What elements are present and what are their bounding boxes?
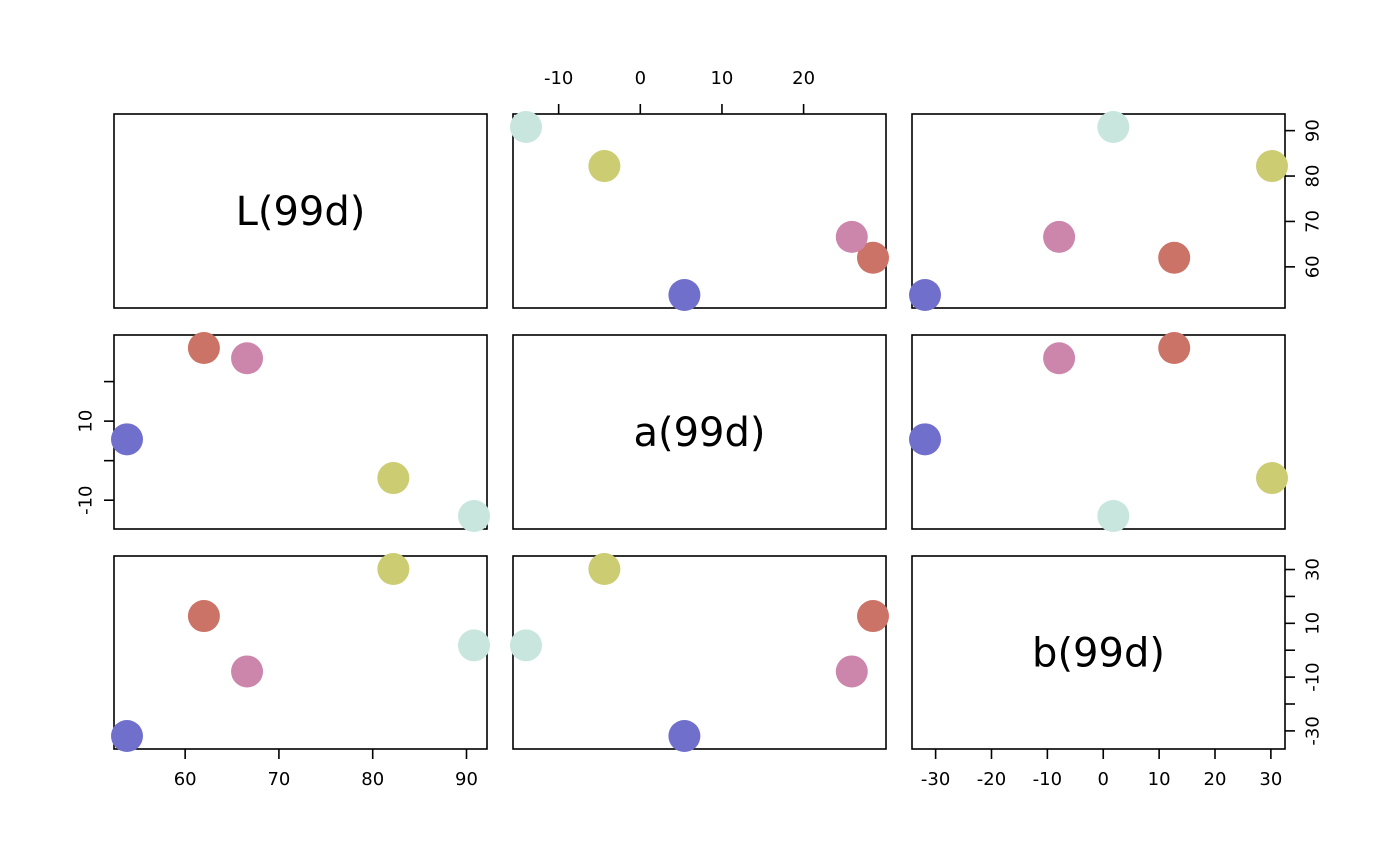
- point-L-vs-b-3: [377, 553, 410, 585]
- point-L-vs-a-2: [231, 342, 264, 375]
- bottom-axis-b-tick-label-3: 0: [1098, 769, 1109, 790]
- right-axis-b-tick-label-6: 30: [1303, 558, 1324, 581]
- top-axis-a-tick-label-2: 10: [710, 68, 733, 89]
- point-L-vs-b-4: [458, 629, 490, 662]
- diagonal-label-b: b(99d): [1032, 631, 1165, 677]
- bottom-axis-b-tick-label-2: -10: [1033, 769, 1062, 790]
- point-b-vs-a-0: [909, 423, 941, 456]
- point-b-vs-L-1: [1158, 241, 1191, 274]
- bottom-axis-L-tick-label-3: 90: [455, 769, 478, 790]
- bottom-axis-b-tick-label-5: 20: [1204, 769, 1227, 790]
- left-axis-a-tick-label-0: -10: [76, 485, 97, 514]
- point-L-vs-b-1: [187, 600, 220, 633]
- point-b-vs-L-3: [1256, 150, 1288, 183]
- top-axis-a-tick-label-1: 0: [635, 68, 646, 89]
- bottom-axis-b-tick-label-0: -30: [921, 769, 950, 790]
- point-b-vs-a-3: [1256, 462, 1288, 495]
- point-b-vs-L-4: [1097, 111, 1130, 143]
- point-b-vs-a-2: [1043, 342, 1076, 375]
- point-a-vs-L-1: [857, 241, 889, 274]
- point-b-vs-L-0: [909, 279, 941, 311]
- point-a-vs-b-4: [510, 629, 542, 662]
- right-axis-L-tick-label-3: 90: [1303, 119, 1324, 142]
- bottom-axis-b-tick-label-4: 10: [1148, 769, 1171, 790]
- diagonal-label-L: L(99d): [236, 189, 366, 235]
- panel-b-b: [911, 555, 1286, 750]
- point-b-vs-L-2: [1043, 220, 1076, 253]
- point-a-vs-b-0: [668, 720, 701, 752]
- bottom-axis-L-tick-label-0: 60: [174, 769, 197, 790]
- panel-a-b: [911, 334, 1286, 530]
- point-a-vs-b-3: [588, 553, 621, 585]
- panel-a-L: [113, 334, 488, 530]
- right-axis-L-tick-label-2: 80: [1303, 165, 1324, 188]
- point-a-vs-L-4: [510, 111, 542, 143]
- point-a-vs-b-1: [857, 600, 889, 633]
- top-axis-a-tick-label-3: 20: [792, 68, 815, 89]
- panel-a-a: [512, 334, 887, 530]
- point-a-vs-L-3: [588, 150, 621, 183]
- panel-b-a: [512, 555, 887, 750]
- panel-L-b: [911, 113, 1286, 309]
- point-a-vs-L-2: [835, 220, 868, 253]
- right-axis-L-tick-label-1: 70: [1303, 210, 1324, 233]
- bottom-axis-L-tick-label-2: 80: [361, 769, 384, 790]
- point-a-vs-L-0: [668, 279, 701, 311]
- right-axis-b-tick-label-2: -10: [1303, 662, 1324, 691]
- point-b-vs-a-4: [1097, 500, 1130, 532]
- point-b-vs-a-1: [1158, 332, 1191, 364]
- right-axis-L-tick-label-0: 60: [1303, 255, 1324, 278]
- point-L-vs-a-0: [111, 423, 143, 456]
- point-L-vs-b-2: [231, 655, 264, 688]
- point-a-vs-b-2: [835, 655, 868, 688]
- point-L-vs-a-3: [377, 462, 410, 495]
- panel-b-L: [113, 555, 488, 750]
- bottom-axis-L-tick-label-1: 70: [267, 769, 290, 790]
- left-axis-a-tick-label-2: 10: [76, 410, 97, 433]
- point-L-vs-a-4: [458, 500, 490, 532]
- panel-L-a: [512, 113, 887, 309]
- point-L-vs-a-1: [187, 332, 220, 364]
- panel-L-L: [113, 113, 488, 309]
- top-axis-a-tick-label-0: -10: [544, 68, 573, 89]
- bottom-axis-b-tick-label-1: -20: [977, 769, 1006, 790]
- bottom-axis-b-tick-label-6: 30: [1259, 769, 1282, 790]
- right-axis-b-tick-label-0: -30: [1303, 716, 1324, 745]
- point-L-vs-b-0: [111, 720, 143, 752]
- diagonal-label-a: a(99d): [633, 410, 765, 456]
- right-axis-b-tick-label-4: 10: [1303, 612, 1324, 635]
